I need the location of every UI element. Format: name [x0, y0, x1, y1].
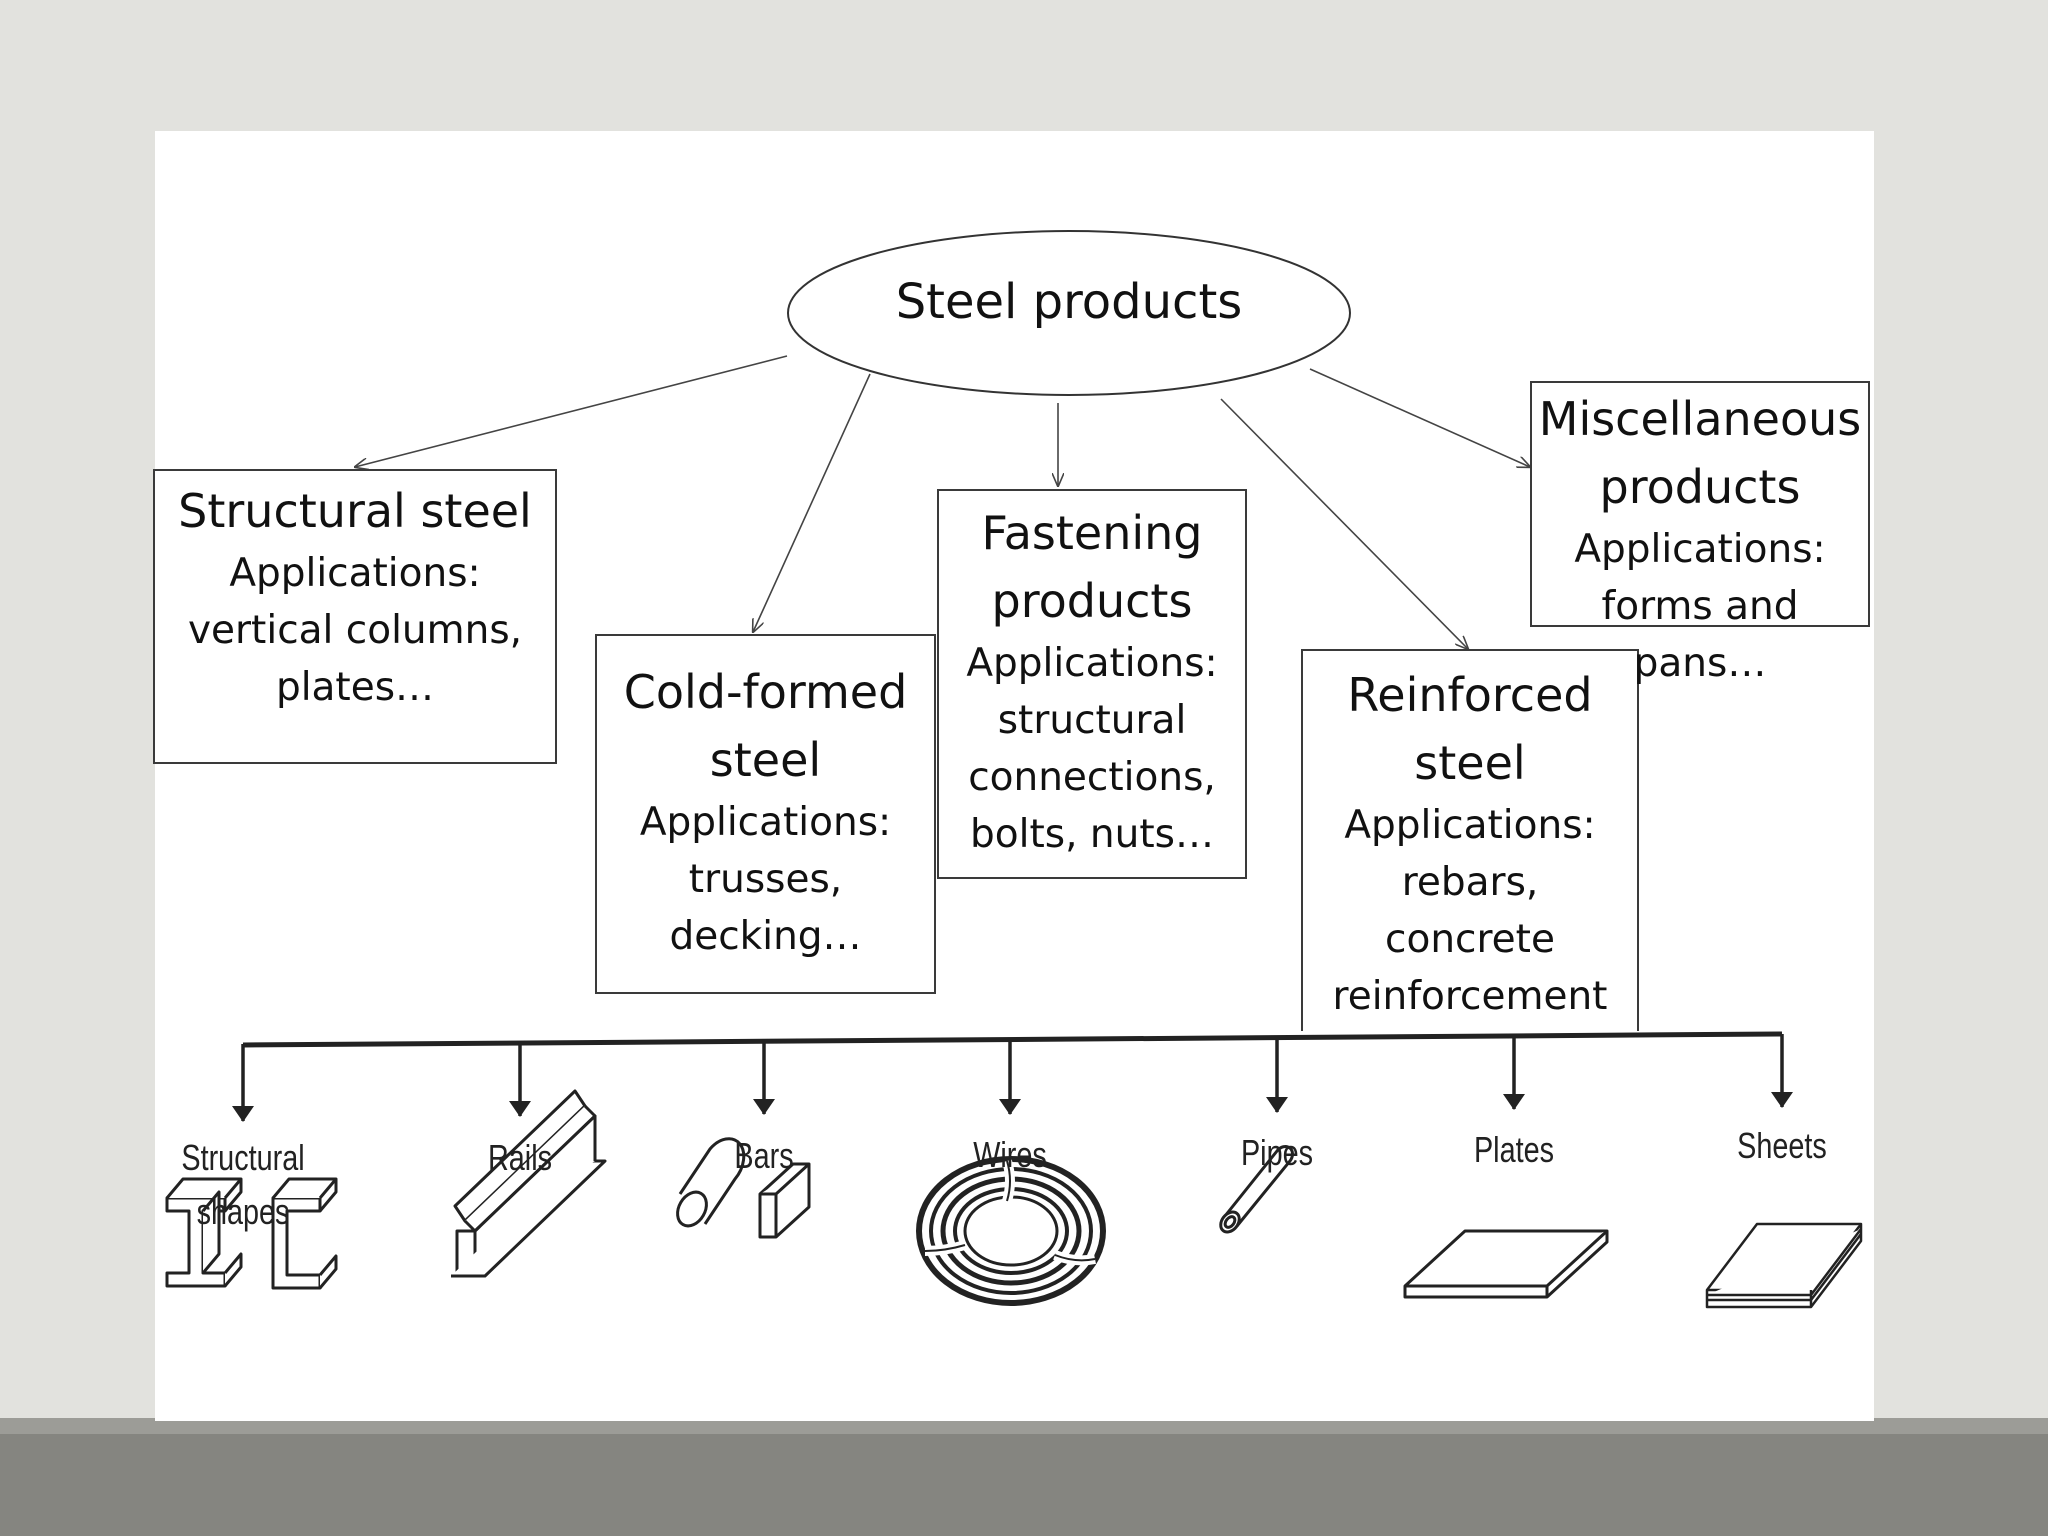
category-title: Fastening: [981, 506, 1203, 560]
category-title: Reinforced: [1347, 668, 1593, 722]
product-label-line: shapes: [196, 1191, 290, 1232]
category-title: Structural steel: [178, 484, 532, 538]
product-label-line: Pipes: [1240, 1132, 1314, 1173]
product-label-pipes: Pipes: [1229, 1126, 1325, 1180]
category-box-cold-formed-steel: Cold-formed steel Applications: trusses,…: [595, 634, 936, 994]
product-label-structural-shapes: Structural shapes: [179, 1131, 307, 1239]
category-title: steel: [1414, 736, 1526, 790]
category-title: Cold-formed: [623, 665, 908, 719]
category-application-text: rebars,: [1401, 860, 1539, 905]
diagram-connectors: [165, 230, 1863, 1309]
category-title: products: [991, 574, 1193, 628]
slide: Steel products Structural steel Applicat…: [153, 131, 1874, 1421]
category-title: Miscellaneous: [1538, 392, 1862, 446]
category-applications-label: Applications:: [966, 641, 1218, 686]
category-application-text: reinforcement: [1332, 974, 1608, 1019]
product-label-line: Rails: [487, 1137, 552, 1178]
product-bar: [242, 1031, 1783, 1048]
arrow-to-misc: [1309, 368, 1530, 467]
product-label-line: Structural: [181, 1137, 305, 1178]
i-beam-and-channel-icon: [165, 1177, 338, 1290]
product-label-wires: Wires: [962, 1128, 1058, 1182]
category-application-text: structural: [997, 698, 1187, 743]
category-application-text: plates…: [275, 665, 435, 710]
category-application-text: forms and pans…: [1601, 584, 1799, 686]
category-box-fastening-products: Fastening products Applications: structu…: [937, 489, 1247, 879]
product-drop-arrows: [232, 1034, 1793, 1122]
category-application-text: vertical columns,: [187, 608, 523, 653]
root-ellipse: [787, 230, 1351, 396]
category-application-text: trusses,: [688, 857, 843, 902]
product-label-line: Bars: [734, 1135, 794, 1176]
round-and-square-bar-icon: [676, 1137, 811, 1239]
category-application-text: connections,: [968, 755, 1216, 800]
category-applications-label: Applications:: [1574, 527, 1826, 572]
arrow-to-reinforced: [1220, 398, 1468, 649]
plate-icon: [1403, 1229, 1609, 1299]
category-box-structural-steel: Structural steel Applications: vertical …: [153, 469, 557, 764]
pipe-icon: [1219, 1144, 1295, 1234]
rail-icon: [451, 1089, 607, 1278]
product-label-sheets: Sheets: [1734, 1119, 1830, 1173]
category-title: steel: [709, 733, 822, 787]
root-label: Steel products: [895, 274, 1243, 330]
category-applications-label: Applications:: [229, 551, 481, 596]
product-label-line: Plates: [1473, 1129, 1555, 1170]
arrow-to-cold-formed: [753, 373, 871, 632]
product-label-bars: Bars: [716, 1129, 812, 1183]
product-label-plates: Plates: [1466, 1123, 1562, 1177]
product-label-line: Sheets: [1737, 1125, 1827, 1166]
category-applications-label: Applications:: [1344, 803, 1596, 848]
bottom-band-edge: [0, 1418, 2048, 1434]
category-application-text: bolts, nuts…: [970, 812, 1214, 857]
product-label-rails: Rails: [472, 1131, 568, 1185]
sheet-stack-icon: [1705, 1222, 1863, 1309]
category-application-text: decking…: [669, 914, 862, 959]
category-applications-label: Applications:: [639, 800, 892, 845]
product-label-line: Wires: [973, 1134, 1047, 1175]
category-box-reinforced-steel: Reinforced steel Applications: rebars, c…: [1301, 649, 1639, 1031]
category-application-text: concrete: [1385, 917, 1555, 962]
arrow-to-structural: [355, 355, 788, 467]
wire-coil-icon: [916, 1156, 1106, 1306]
category-box-miscellaneous-products: Miscellaneous products Applications: for…: [1530, 381, 1870, 686]
bottom-band: [0, 1418, 2048, 1536]
category-title: products: [1599, 460, 1801, 514]
